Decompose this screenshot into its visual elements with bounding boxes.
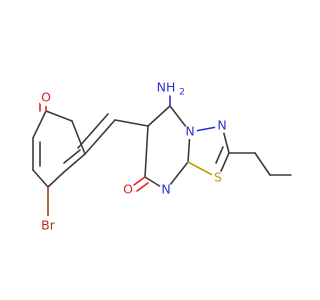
sulfur-label: S — [214, 170, 222, 185]
ring-bond — [32, 110, 47, 139]
propyl-chain — [228, 152, 292, 176]
pyrimidine-nitrogen-label: N — [161, 182, 170, 197]
label-background — [183, 125, 197, 139]
ring-bond — [45, 110, 73, 122]
oxygen-top-label: O — [41, 90, 51, 105]
label-background — [215, 119, 229, 133]
oxygen-bottom-label: O — [123, 182, 133, 197]
ring-bond — [32, 169, 49, 188]
thiadiazole-nitrogen-label: N — [217, 118, 226, 133]
label-background — [159, 183, 173, 197]
amino-label: NH — [157, 80, 176, 95]
chain-bond — [254, 152, 271, 176]
label-background — [121, 183, 135, 197]
carbonyl-double-bond — [136, 182, 149, 192]
label-background — [38, 216, 58, 236]
label-background — [38, 90, 54, 106]
ring-nitrogen-label: N — [185, 124, 194, 139]
ring-bond — [147, 105, 171, 127]
bridge-bond — [84, 119, 116, 155]
ring-bond — [144, 125, 149, 178]
ring-bond — [47, 171, 65, 188]
pyrimidine-ring-bonds — [144, 95, 191, 191]
atom-labels: O Br NH 2 N N N S O — [38, 80, 229, 236]
bottom-carbonyl — [133, 176, 149, 192]
methylidene-bridge — [77, 113, 149, 155]
bromine-label: Br — [41, 218, 56, 233]
left-ring-bonds — [32, 110, 86, 188]
label-background — [211, 171, 225, 185]
amino-subscript: 2 — [179, 88, 185, 98]
chemical-structure-canvas: O Br NH 2 N N N S O — [32, 79, 292, 236]
ring-bond — [71, 120, 86, 155]
bridge-bond — [114, 119, 149, 127]
ring-bond — [63, 153, 86, 173]
carbonyl-bond — [133, 176, 146, 186]
label-background — [158, 80, 182, 94]
ring-double-bond-inner — [215, 146, 224, 164]
ring-double-bond-inner — [63, 149, 81, 164]
molecule-diagram: O Br NH 2 N N N S O — [32, 79, 292, 236]
bridge-double-bond — [77, 113, 109, 149]
